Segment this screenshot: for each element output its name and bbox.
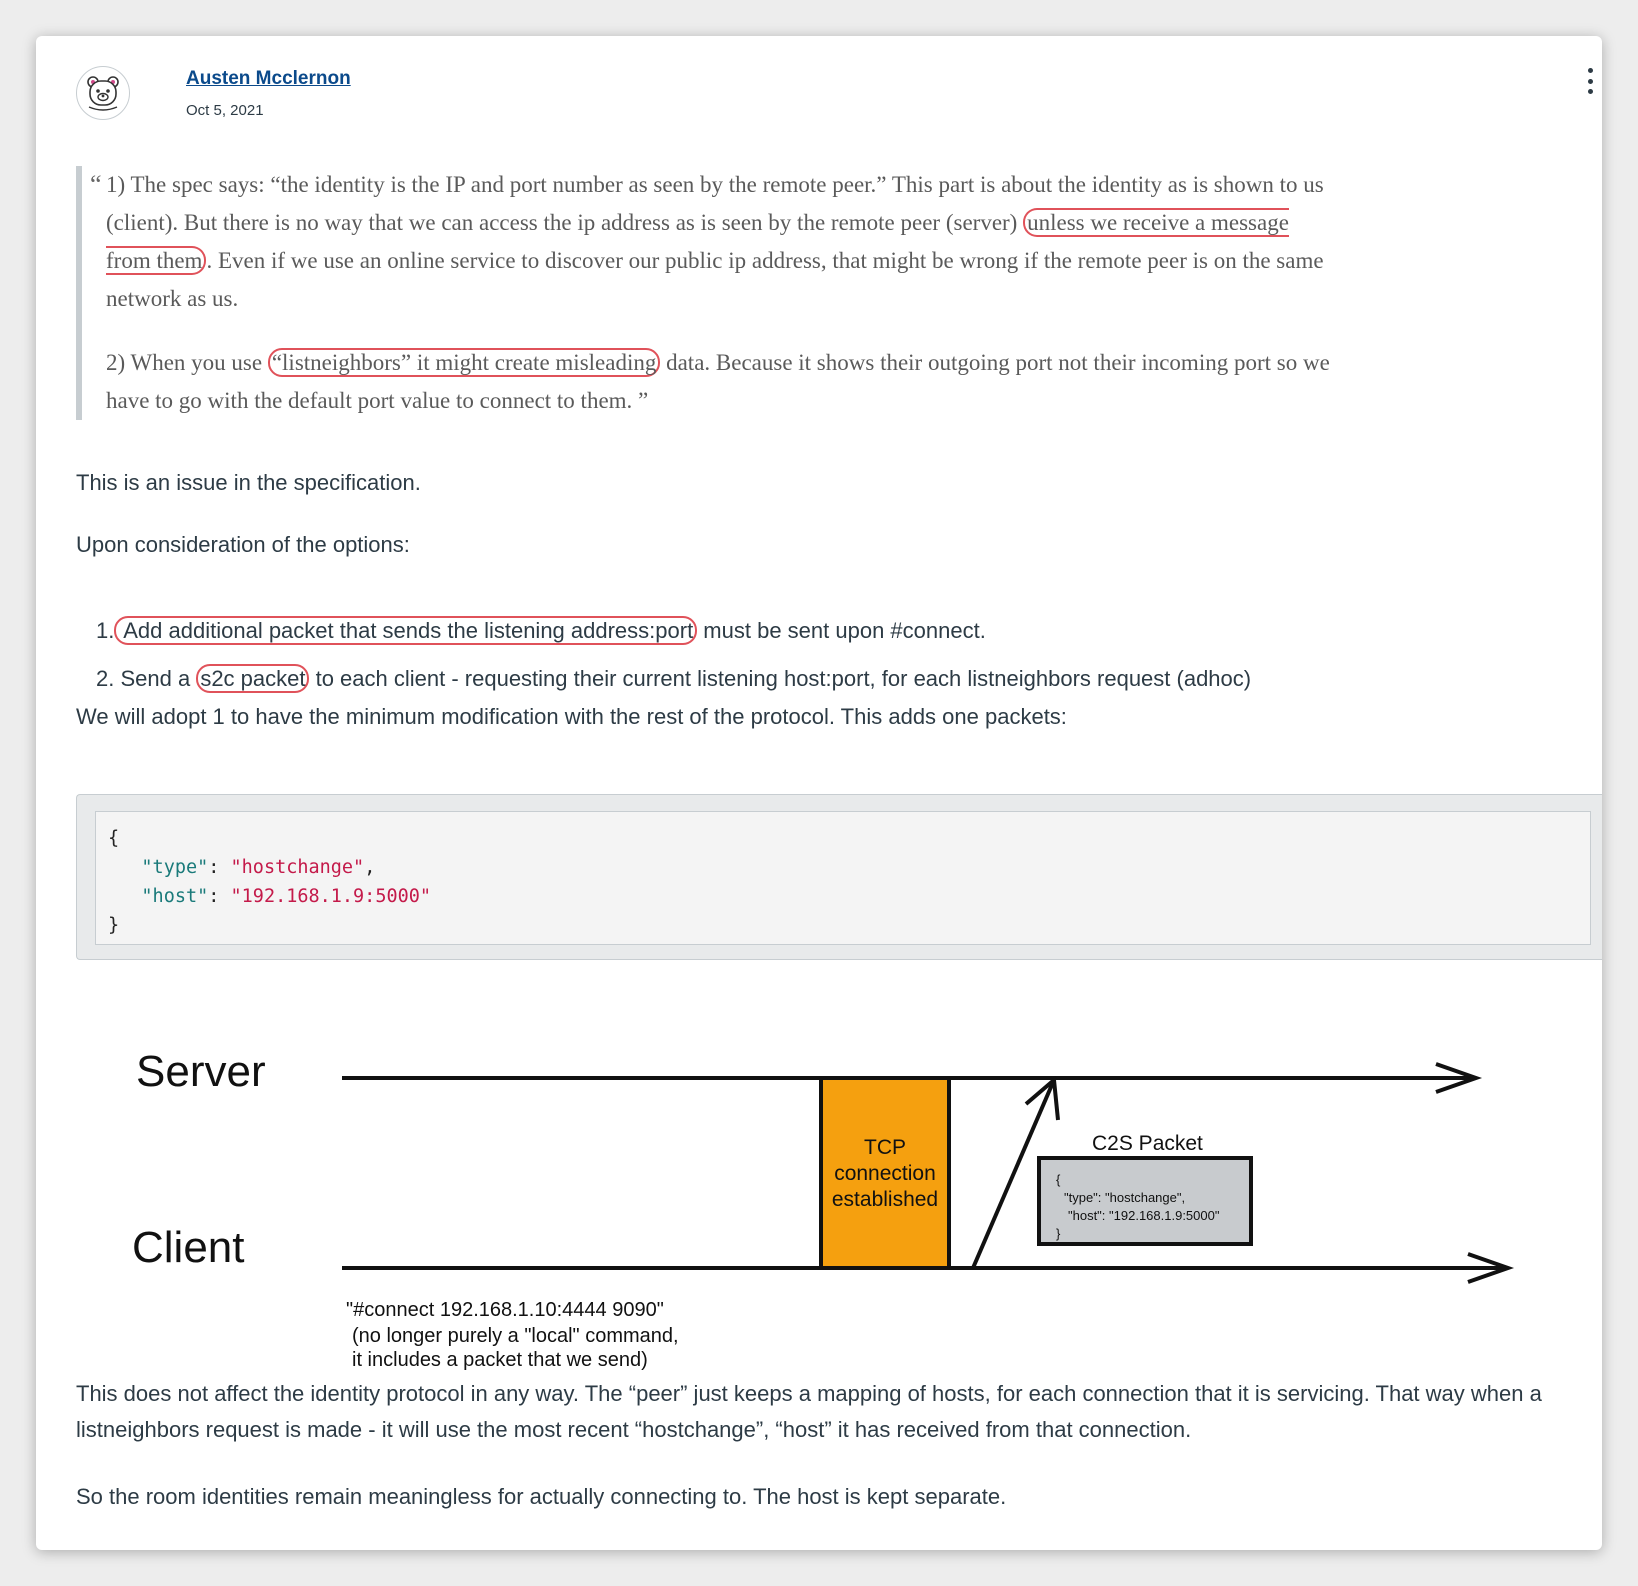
code-content[interactable]: { "type": "hostchange", "host": "192.168… <box>95 811 1591 945</box>
paragraph-adopt: We will adopt 1 to have the minimum modi… <box>76 704 1067 729</box>
paragraph-room: So the room identities remain meaningles… <box>76 1484 1007 1509</box>
paragraph-consider: Upon consideration of the options: <box>76 532 410 557</box>
client-label: Client <box>132 1223 245 1272</box>
options-list: 1. Add additional packet that sends the … <box>96 614 1251 710</box>
quote-paragraph-2: 2) When you use “listneighbors” it might… <box>106 344 1336 420</box>
connect-command: "#connect 192.168.1.10:4444 9090" <box>346 1299 664 1321</box>
tcp-connection-block <box>819 1076 951 1270</box>
connect-note-line: (no longer purely a "local" command, <box>352 1325 679 1347</box>
open-quote-mark: “ <box>90 170 102 199</box>
packet-line: } <box>1056 1226 1061 1241</box>
bear-avatar-icon <box>87 76 119 111</box>
quote-text: 1) The spec says: “the identity is the I… <box>106 172 1324 235</box>
code-line: { <box>108 828 120 849</box>
code-line: "type": "hostchange", <box>141 857 376 878</box>
list-number: 1. <box>96 618 115 643</box>
list-text: must be sent upon #connect. <box>697 618 986 643</box>
highlight-annotation: s2c packet <box>196 664 310 693</box>
server-arrow-head <box>1435 1062 1483 1094</box>
discussion-post: Austen Mcclernon Oct 5, 2021 “ 1) The sp… <box>36 36 1602 1550</box>
list-text: to each client - requesting their curren… <box>309 666 1252 691</box>
packet-box <box>1037 1156 1253 1246</box>
tcp-label-line: established <box>832 1188 938 1211</box>
connection-diagram: Server Client TCP connection established… <box>132 1047 1515 1371</box>
code-block: { "type": "hostchange", "host": "192.168… <box>76 794 1602 960</box>
highlight-annotation: Add additional packet that sends the lis… <box>114 616 698 645</box>
quote-text: 2) When you use <box>106 350 268 375</box>
packet-line: { <box>1056 1172 1061 1187</box>
list-item: 1. Add additional packet that sends the … <box>96 614 1251 662</box>
client-arrow-head <box>1467 1252 1515 1284</box>
list-number: 2. <box>96 666 115 691</box>
highlight-annotation: unless we receive a message from them <box>106 208 1289 275</box>
post-date: Oct 5, 2021 <box>186 102 264 119</box>
quote-text: data. Because it shows their outgoing po… <box>106 350 1330 413</box>
tcp-label-line: connection <box>834 1162 936 1185</box>
tcp-label-line: TCP <box>864 1136 906 1159</box>
server-label: Server <box>136 1047 266 1096</box>
author-link[interactable]: Austen Mcclernon <box>186 68 351 89</box>
avatar[interactable] <box>76 66 130 120</box>
packet-title: C2S Packet <box>1092 1132 1203 1155</box>
connect-note-line: it includes a packet that we send) <box>352 1349 648 1371</box>
code-line: "host": "192.168.1.9:5000" <box>141 886 432 907</box>
highlight-annotation: “listneighbors” it might create misleadi… <box>267 348 661 377</box>
list-item: 2. Send a s2c packet to each client - re… <box>96 662 1251 710</box>
list-text: Send a <box>114 666 197 691</box>
packet-arrow <box>971 1079 1056 1269</box>
packet-line: "type": "hostchange", <box>1064 1190 1185 1205</box>
quote-text: . Even if we use an online service to di… <box>106 248 1324 311</box>
code-line: } <box>108 915 120 936</box>
blockquote: “ 1) The spec says: “the identity is the… <box>76 166 1336 420</box>
more-options-icon[interactable] <box>1582 66 1598 96</box>
quote-paragraph-1: 1) The spec says: “the identity is the I… <box>106 166 1336 318</box>
paragraph-issue: This is an issue in the specification. <box>76 470 421 495</box>
paragraph-affect: This does not affect the identity protoc… <box>76 1381 1542 1442</box>
packet-line: "host": "192.168.1.9:5000" <box>1068 1208 1220 1223</box>
packet-arrow-head <box>1024 1075 1060 1121</box>
